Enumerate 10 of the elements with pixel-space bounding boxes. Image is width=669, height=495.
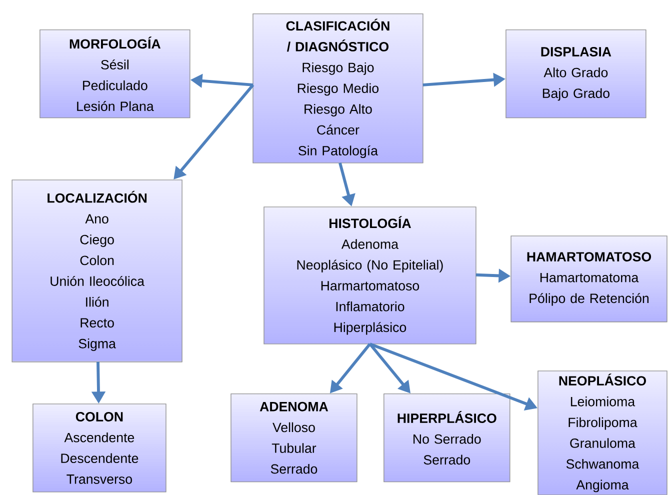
category-box: HAMARTOMATOSO Hamartomatoma Pólipo de Retención bbox=[510, 236, 668, 322]
category-box: NEOPLÁSICO Leiomioma Fibrolipoma Granuloma Schwanoma Angioma bbox=[538, 370, 668, 495]
category-box: DISPLASIA Alto Grado Bajo Grado bbox=[506, 30, 646, 118]
category-box: HIPERPLÁSICO No Serrado Serrado bbox=[384, 394, 510, 482]
category-box: HISTOLOGÍA Adenoma Neoplásico (No Epitelial) Harmartomatoso Inflamatorio Hiperplásico bbox=[264, 206, 476, 344]
category-box: MORFOLOGÍA Sésil Pediculado Lesión Plana bbox=[40, 30, 190, 118]
category-box: CLASIFICACIÓN / DIAGNÓSTICO Riesgo Bajo Riesgo Medio Riesgo Alto Cáncer Sin Patología bbox=[252, 14, 424, 164]
category-box: LOCALIZACIÓN Ano Ciego Colon Unión Ileocólica Ilión Recto Sigma bbox=[12, 180, 182, 362]
category-box: COLON Ascendente Descendente Transverso bbox=[32, 404, 166, 492]
category-box: ADENOMA Velloso Tubular Serrado bbox=[230, 394, 358, 482]
